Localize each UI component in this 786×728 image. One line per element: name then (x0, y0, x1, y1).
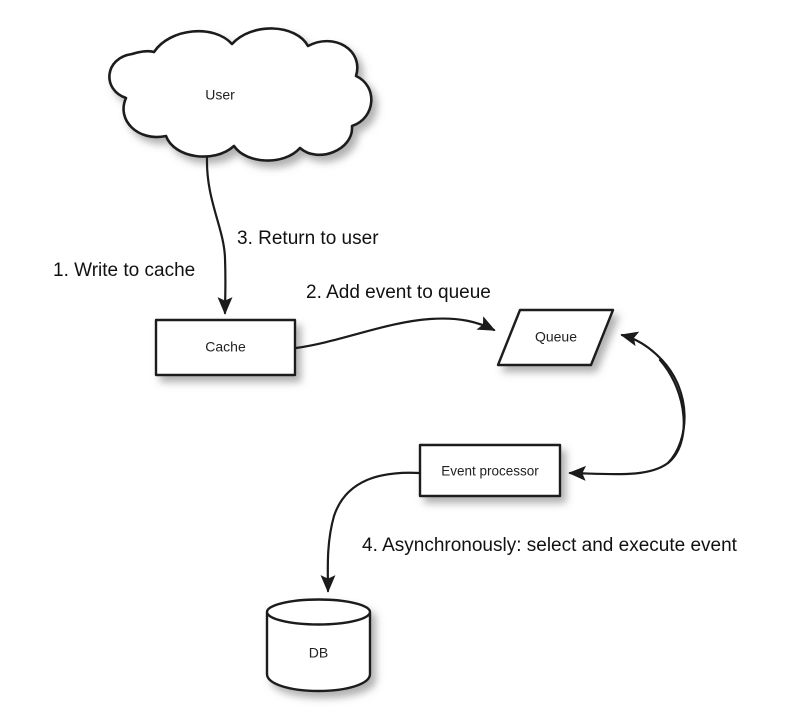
edge-cache-to-queue (294, 316, 496, 350)
step-label-2: 2. Add event to queue (306, 282, 491, 303)
step-label-4: 4. Asynchronously: select and execute ev… (362, 535, 738, 556)
edge-processor-to-queue (620, 331, 686, 465)
node-user[interactable] (108, 27, 373, 162)
edge-queue-to-processor (568, 358, 685, 481)
node-user-label: User (205, 87, 235, 103)
node-cache[interactable] (154, 318, 297, 377)
node-cache-label: Cache (205, 339, 246, 355)
node-event-processor[interactable] (418, 443, 562, 498)
node-queue-label: Queue (535, 329, 577, 345)
node-db-label: DB (309, 645, 328, 661)
event-processor-shape (418, 443, 562, 498)
cache-shape (154, 318, 297, 377)
step-label-1: 1. Write to cache (53, 260, 195, 281)
node-queue[interactable] (496, 308, 615, 367)
node-event-processor-label: Event processor (441, 464, 539, 479)
edge-processor-to-db (320, 471, 422, 593)
db-body-shape (265, 611, 372, 693)
db-top-ellipse (265, 598, 372, 626)
cloud-shape (108, 27, 373, 162)
edge-user-to-cache (205, 156, 233, 315)
queue-shape (496, 308, 615, 367)
step-label-3: 3. Return to user (237, 228, 379, 249)
node-db[interactable] (265, 598, 372, 693)
